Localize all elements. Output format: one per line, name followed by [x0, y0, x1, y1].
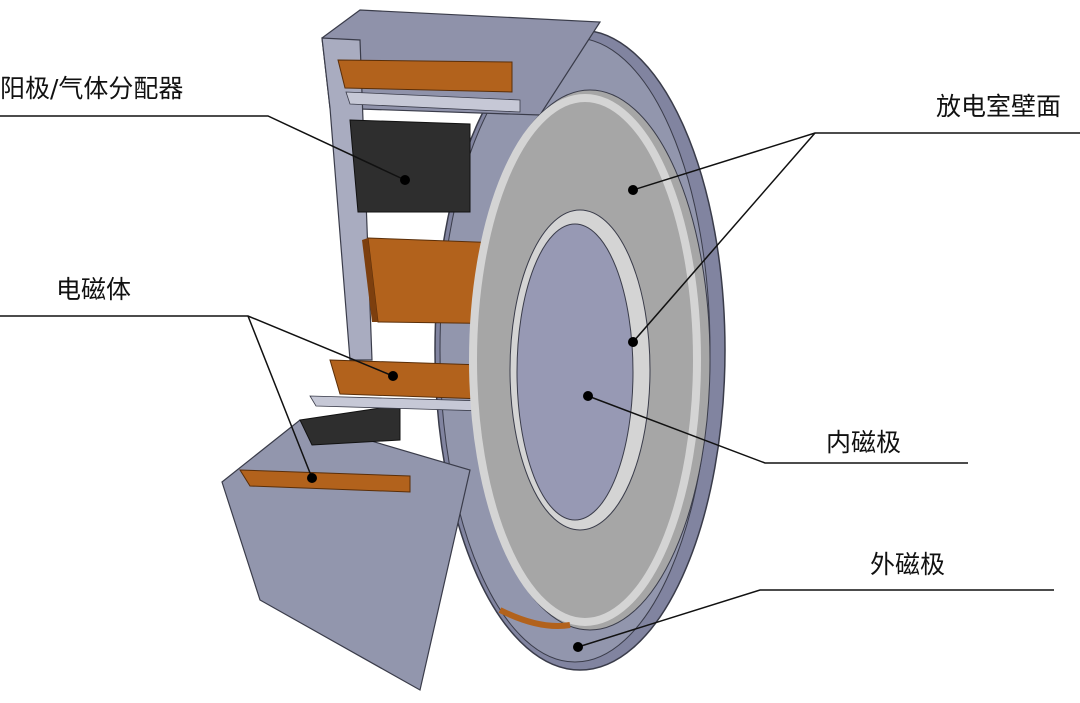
dot-wall-1	[628, 185, 638, 195]
leader-inner	[587, 395, 968, 464]
inner-pole-face	[516, 223, 634, 521]
dot-inner	[583, 391, 593, 401]
dot-outer	[573, 642, 583, 652]
upper-back-wall	[321, 37, 373, 361]
dot-coil-2	[307, 473, 317, 483]
label-outer-pole: 外磁极	[870, 550, 946, 579]
dot-anode	[400, 175, 410, 185]
dot-wall-2	[628, 337, 638, 347]
channel-coil-glimpse	[498, 607, 571, 629]
leader-anode	[0, 115, 406, 181]
dot-coil-1	[388, 371, 398, 381]
lower-coil-outer	[239, 469, 411, 493]
lower-outer-face	[221, 419, 471, 691]
ceramic-ring-outer	[469, 94, 701, 626]
upper-cut-section	[321, 9, 602, 361]
leader-outer	[577, 589, 1054, 648]
upper-anode	[349, 119, 471, 213]
leader-lines	[0, 115, 1080, 648]
upper-insulator-strip	[345, 91, 521, 113]
label-electromagnet: 电磁体	[56, 275, 132, 304]
discharge-channel	[469, 89, 711, 631]
label-discharge-chamber-wall: 放电室壁面	[936, 92, 1062, 121]
upper-coil-middle-shade	[362, 238, 378, 322]
leader-dots	[307, 175, 638, 652]
leader-wall-2	[632, 132, 816, 343]
upper-coil-top	[337, 59, 513, 93]
label-anode-gas-distributor: 阳极/气体分配器	[0, 74, 184, 103]
lower-cut-section	[221, 359, 521, 691]
lower-anode	[299, 404, 401, 446]
label-inner-pole: 内磁极	[826, 428, 902, 457]
leader-coil-2	[247, 315, 313, 479]
